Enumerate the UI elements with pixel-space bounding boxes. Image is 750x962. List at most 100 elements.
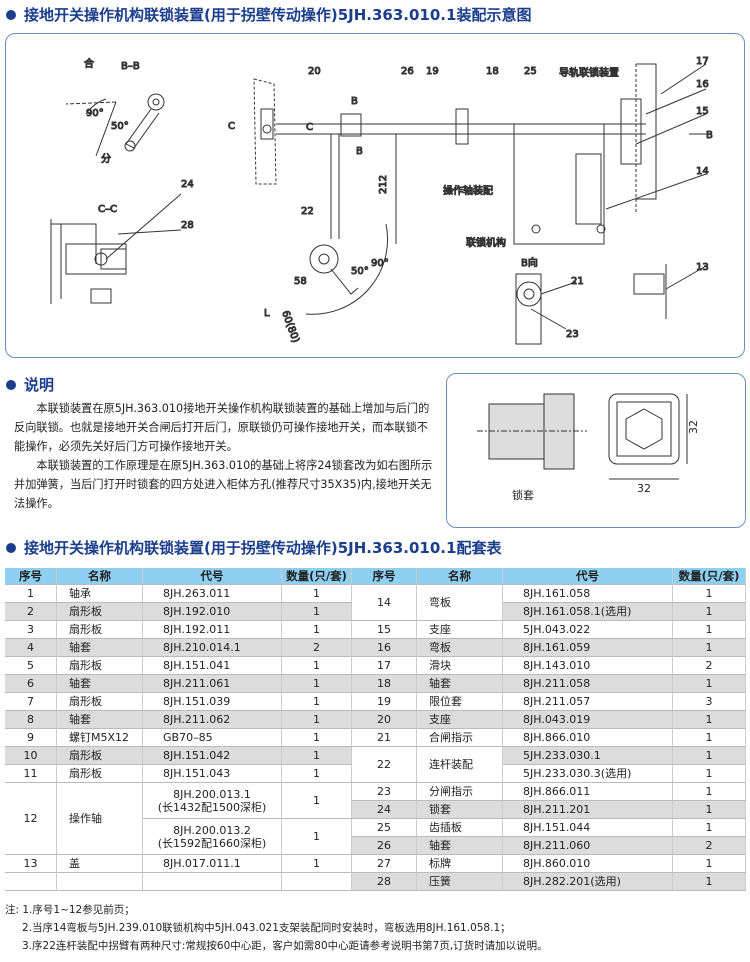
part-quantity: 2 xyxy=(673,657,746,675)
part-quantity: 1 xyxy=(673,819,746,837)
part-code: 8JH.211.058 xyxy=(503,675,673,693)
part-code: 8JH.211.060 xyxy=(503,837,673,855)
part-name: 操作轴 xyxy=(57,783,143,855)
note: 注: 1.序号1~12参见前页； xyxy=(5,904,135,916)
part-name: 扇形板 xyxy=(57,765,143,783)
part-name: 分闸指示 xyxy=(417,783,503,801)
section-description-heading: 说明 xyxy=(6,374,54,395)
label: 21 xyxy=(571,276,584,287)
label: L xyxy=(264,308,270,319)
part-number: 6 xyxy=(5,675,57,693)
part-code: 5JH.233.030.1 xyxy=(503,747,673,765)
label: 联锁机构 xyxy=(466,236,506,249)
label: 导轨联锁装置 xyxy=(559,66,619,79)
label: 90° xyxy=(86,108,104,119)
label: C xyxy=(228,121,235,132)
label: 20 xyxy=(308,66,321,77)
part-name: 扇形板 xyxy=(57,747,143,765)
part-quantity: 1 xyxy=(673,585,746,603)
label: 13 xyxy=(696,262,709,273)
figure-caption: 锁套 xyxy=(512,488,534,502)
part-code: 8JH.866.010 xyxy=(503,729,673,747)
label: 26 xyxy=(401,66,414,77)
part-name: 弯板 xyxy=(417,585,503,621)
label: 25 xyxy=(524,66,537,77)
part-code: 5JH.233.030.3(选用) xyxy=(503,765,673,783)
part-name: 齿插板 xyxy=(417,819,503,837)
part-name: 扇形板 xyxy=(57,693,143,711)
part-number: 18 xyxy=(352,675,417,693)
part-quantity: 2 xyxy=(282,639,352,657)
part-quantity: 1 xyxy=(282,585,352,603)
page-title: 接地开关操作机构联锁装置(用于拐壁传动操作)5JH.363.010.1装配示意图 xyxy=(6,4,531,25)
note: 3.序22连杆装配中拐臂有两种尺寸:常规按60中心距，客户如需80中心距请参考说… xyxy=(22,940,548,952)
label: 16 xyxy=(696,79,709,90)
label: 212 xyxy=(378,175,389,194)
paragraph: 本联锁装置在原5JH.363.010接地开关操作机构联锁装置的基础上增加与后门的… xyxy=(14,402,430,453)
column-header: 代号 xyxy=(143,568,282,585)
part-code: 8JH.151.041 xyxy=(143,657,282,675)
label: 分 xyxy=(101,153,111,165)
part-number: 15 xyxy=(352,621,417,639)
part-quantity: 1 xyxy=(673,783,746,801)
part-quantity: 1 xyxy=(282,747,352,765)
label: 17 xyxy=(696,56,709,67)
part-number: 28 xyxy=(352,873,417,891)
label: B xyxy=(356,146,363,157)
part-number: 19 xyxy=(352,693,417,711)
part-code: GB70–85 xyxy=(143,729,282,747)
part-quantity: 1 xyxy=(673,603,746,621)
part-code: 8JH.866.011 xyxy=(503,783,673,801)
part-quantity: 1 xyxy=(673,873,746,891)
part-quantity: 1 xyxy=(673,747,746,765)
part-number: 3 xyxy=(5,621,57,639)
part-code: 8JH.200.013.2 (长1592配1660深柜) xyxy=(143,819,282,855)
part-number: 20 xyxy=(352,711,417,729)
part-quantity: 1 xyxy=(282,657,352,675)
part-code: 8JH.211.057 xyxy=(503,693,673,711)
label: 合 xyxy=(84,57,94,70)
part-code: 8JH.192.011 xyxy=(143,621,282,639)
label: 15 xyxy=(696,106,709,117)
part-code: 5JH.043.022 xyxy=(503,621,673,639)
label: 58 xyxy=(294,276,307,287)
part-code: 8JH.043.019 xyxy=(503,711,673,729)
label: 90° xyxy=(371,258,389,269)
part-code: 8JH.192.010 xyxy=(143,603,282,621)
part-code: 8JH.151.044 xyxy=(503,819,673,837)
part-number xyxy=(5,873,57,891)
part-quantity xyxy=(282,873,352,891)
main-assembly xyxy=(253,63,711,345)
label: B xyxy=(706,130,713,141)
part-quantity: 1 xyxy=(282,765,352,783)
part-name: 轴套 xyxy=(57,639,143,657)
part-code: 8JH.151.039 xyxy=(143,693,282,711)
part-number: 27 xyxy=(352,855,417,873)
part-quantity: 1 xyxy=(673,855,746,873)
part-name: 扇形板 xyxy=(57,621,143,639)
part-name: 支座 xyxy=(417,621,503,639)
note: 2.当序14弯板与5JH.239.010联锁机构中5JH.043.021支架装配… xyxy=(22,922,511,934)
column-header: 名称 xyxy=(57,568,143,585)
column-header: 数量(只/套) xyxy=(673,568,746,585)
part-quantity: 1 xyxy=(282,729,352,747)
part-code: 8JH.161.059 xyxy=(503,639,673,657)
part-number: 25 xyxy=(352,819,417,837)
label: 50° xyxy=(351,266,369,277)
part-number: 2 xyxy=(5,603,57,621)
label: B–B xyxy=(121,61,140,72)
part-code: 8JH.282.201(选用) xyxy=(503,873,673,891)
part-number: 23 xyxy=(352,783,417,801)
part-name: 标牌 xyxy=(417,855,503,873)
part-name: 轴套 xyxy=(57,711,143,729)
part-number: 13 xyxy=(5,855,57,873)
part-quantity: 1 xyxy=(673,711,746,729)
part-code: 8JH.143.010 xyxy=(503,657,673,675)
dim-width: 32 xyxy=(637,482,651,495)
label: 19 xyxy=(426,66,439,77)
part-number: 17 xyxy=(352,657,417,675)
part-name: 轴套 xyxy=(417,675,503,693)
part-number: 1 xyxy=(5,585,57,603)
label: 60(80) xyxy=(279,309,301,344)
part-name: 滑块 xyxy=(417,657,503,675)
